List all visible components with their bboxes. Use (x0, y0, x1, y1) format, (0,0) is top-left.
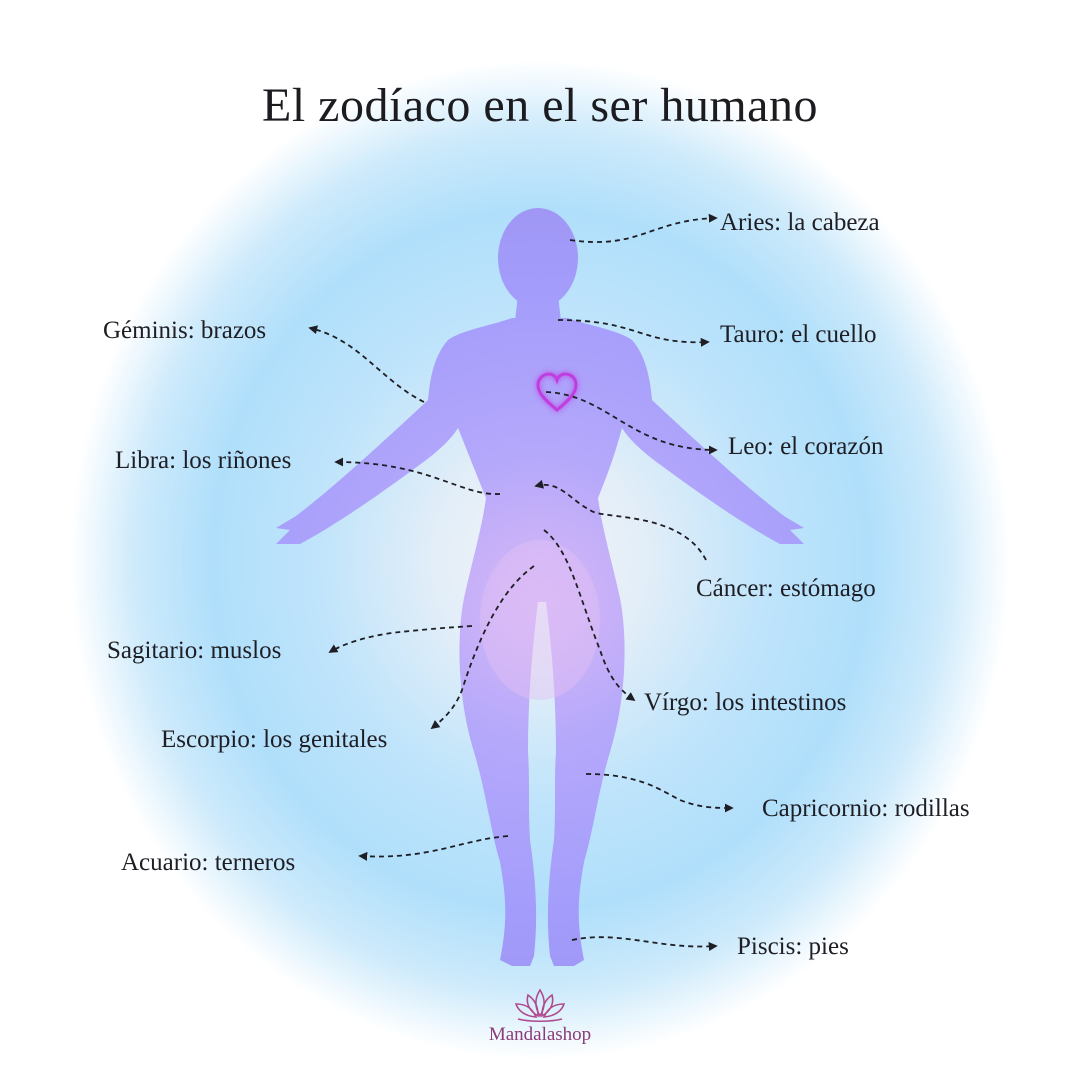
page-title: El zodíaco en el ser humano (262, 79, 818, 132)
heart-icon (536, 372, 578, 412)
label-libra: Libra: los riñones (115, 447, 292, 474)
label-acuario: Acuario: terneros (121, 849, 296, 876)
arrow-virgo (543, 529, 636, 702)
label-geminis: Géminis: brazos (103, 317, 267, 344)
arrow-capricornio (585, 773, 734, 813)
connector-arrows (308, 213, 734, 951)
arrow-libra (334, 457, 501, 495)
label-escorpio: Escorpio: los genitales (161, 726, 388, 753)
arrow-tauro (557, 319, 710, 347)
arrow-escorpio (430, 565, 535, 730)
label-piscis: Piscis: pies (737, 933, 849, 960)
arrow-aries (569, 213, 718, 243)
label-virgo: Vírgo: los intestinos (644, 689, 847, 716)
lotus-icon (514, 988, 566, 1023)
pelvis-glow (480, 540, 600, 700)
label-sagitario: Sagitario: muslos (107, 637, 282, 664)
arrow-sagitario (328, 625, 473, 653)
label-leo: Leo: el corazón (728, 433, 884, 460)
label-tauro: Tauro: el cuello (720, 321, 877, 348)
label-aries: Aries: la cabeza (720, 209, 880, 236)
torso-and-legs (276, 318, 804, 966)
label-cancer: Cáncer: estómago (696, 575, 876, 602)
arrow-acuario (358, 835, 509, 861)
brand-name: Mandalashop (488, 1024, 592, 1045)
arrow-cancer (534, 479, 707, 561)
head (498, 208, 578, 308)
human-silhouette (276, 208, 804, 966)
arrow-piscis (571, 936, 718, 951)
arrow-leo (545, 391, 718, 455)
arrow-geminis (308, 325, 425, 403)
label-capricornio: Capricornio: rodillas (762, 795, 970, 822)
